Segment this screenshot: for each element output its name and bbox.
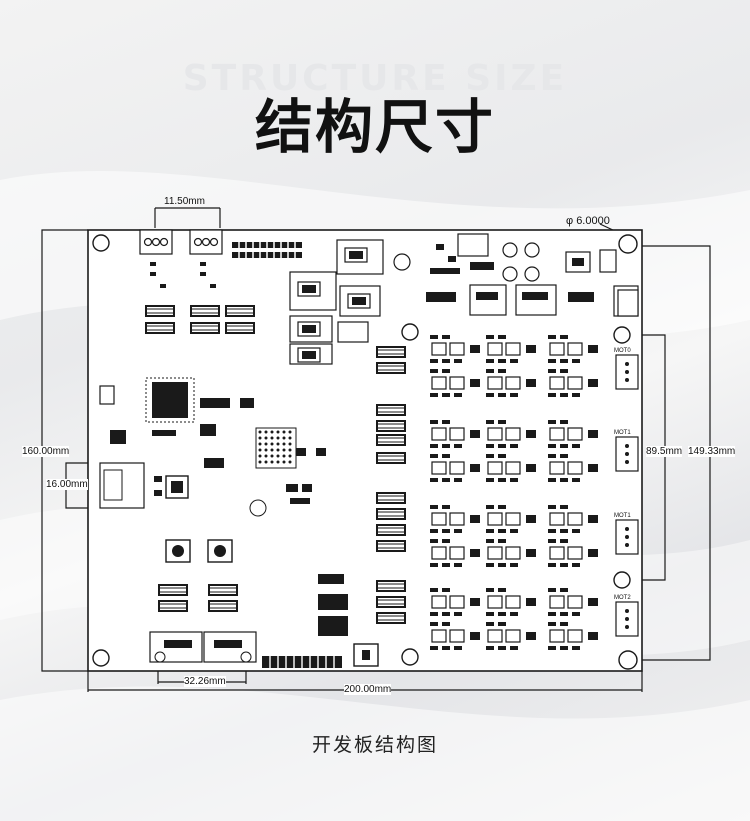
- dim-outer-hole-span: 149.33mm: [688, 446, 736, 457]
- dim-overall-width: 200.00mm: [344, 684, 392, 695]
- dim-db9-pitch: 32.26mm: [184, 676, 226, 687]
- page-title: 结构尺寸: [254, 93, 495, 161]
- mot-label-3: MOT2: [614, 595, 631, 601]
- dim-overall-height: 160.00mm: [22, 446, 70, 457]
- dim-rj-block-height: 16.00mm: [46, 479, 88, 490]
- dim-connector-pitch: 11.50mm: [164, 196, 205, 207]
- dim-inner-hole-span: 89.5mm: [646, 446, 683, 457]
- mot-label-2: MOT1: [614, 513, 631, 519]
- mot-label-0: MOT0: [614, 348, 631, 354]
- diagram-caption: 开发板结构图: [311, 734, 438, 756]
- mot-label-1: MOT1: [614, 430, 631, 436]
- dim-hole-diameter: φ 6.0000: [566, 215, 610, 227]
- subtitle-english: STRUCTURE SIZE: [182, 58, 568, 99]
